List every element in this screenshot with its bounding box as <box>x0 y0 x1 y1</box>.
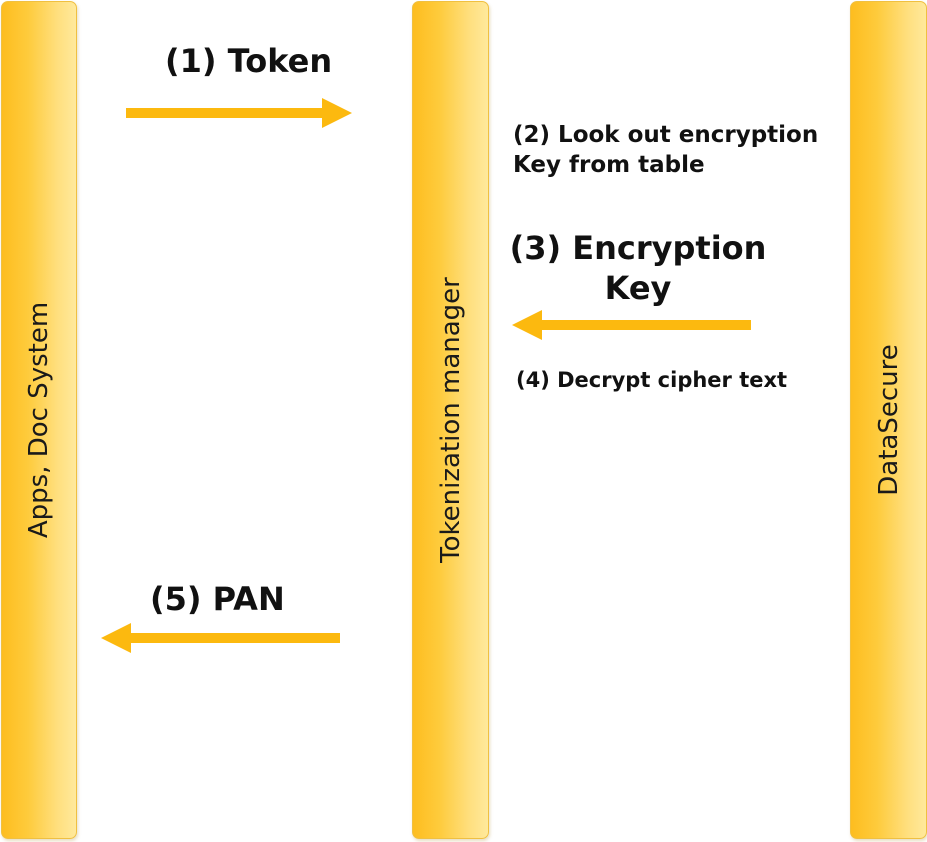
lane-datasecure: DataSecure <box>850 1 927 839</box>
lane-tokenization-manager: Tokenization manager <box>412 1 489 839</box>
step-2-line-2: Key from table <box>513 152 705 178</box>
arrow-pan-left <box>101 623 340 653</box>
step-4-decrypt-label: (4) Decrypt cipher text <box>516 368 788 392</box>
arrow-token-right <box>126 98 352 128</box>
step-1-token-label: (1) Token <box>165 42 333 80</box>
step-3-line-2: Key <box>604 269 672 307</box>
step-5-pan-label: (5) PAN <box>150 580 285 618</box>
arrow-encryption-key-left <box>512 310 751 340</box>
step-2-line-1: (2) Look out encryption <box>513 122 819 148</box>
step-3-encryption-key-label: (3) Encryption Key <box>509 228 767 308</box>
step-2-lookup-label: (2) Look out encryption Key from table <box>513 120 818 180</box>
lane-apps-doc-system: Apps, Doc System <box>1 1 77 839</box>
step-3-line-1: (3) Encryption <box>509 229 767 267</box>
